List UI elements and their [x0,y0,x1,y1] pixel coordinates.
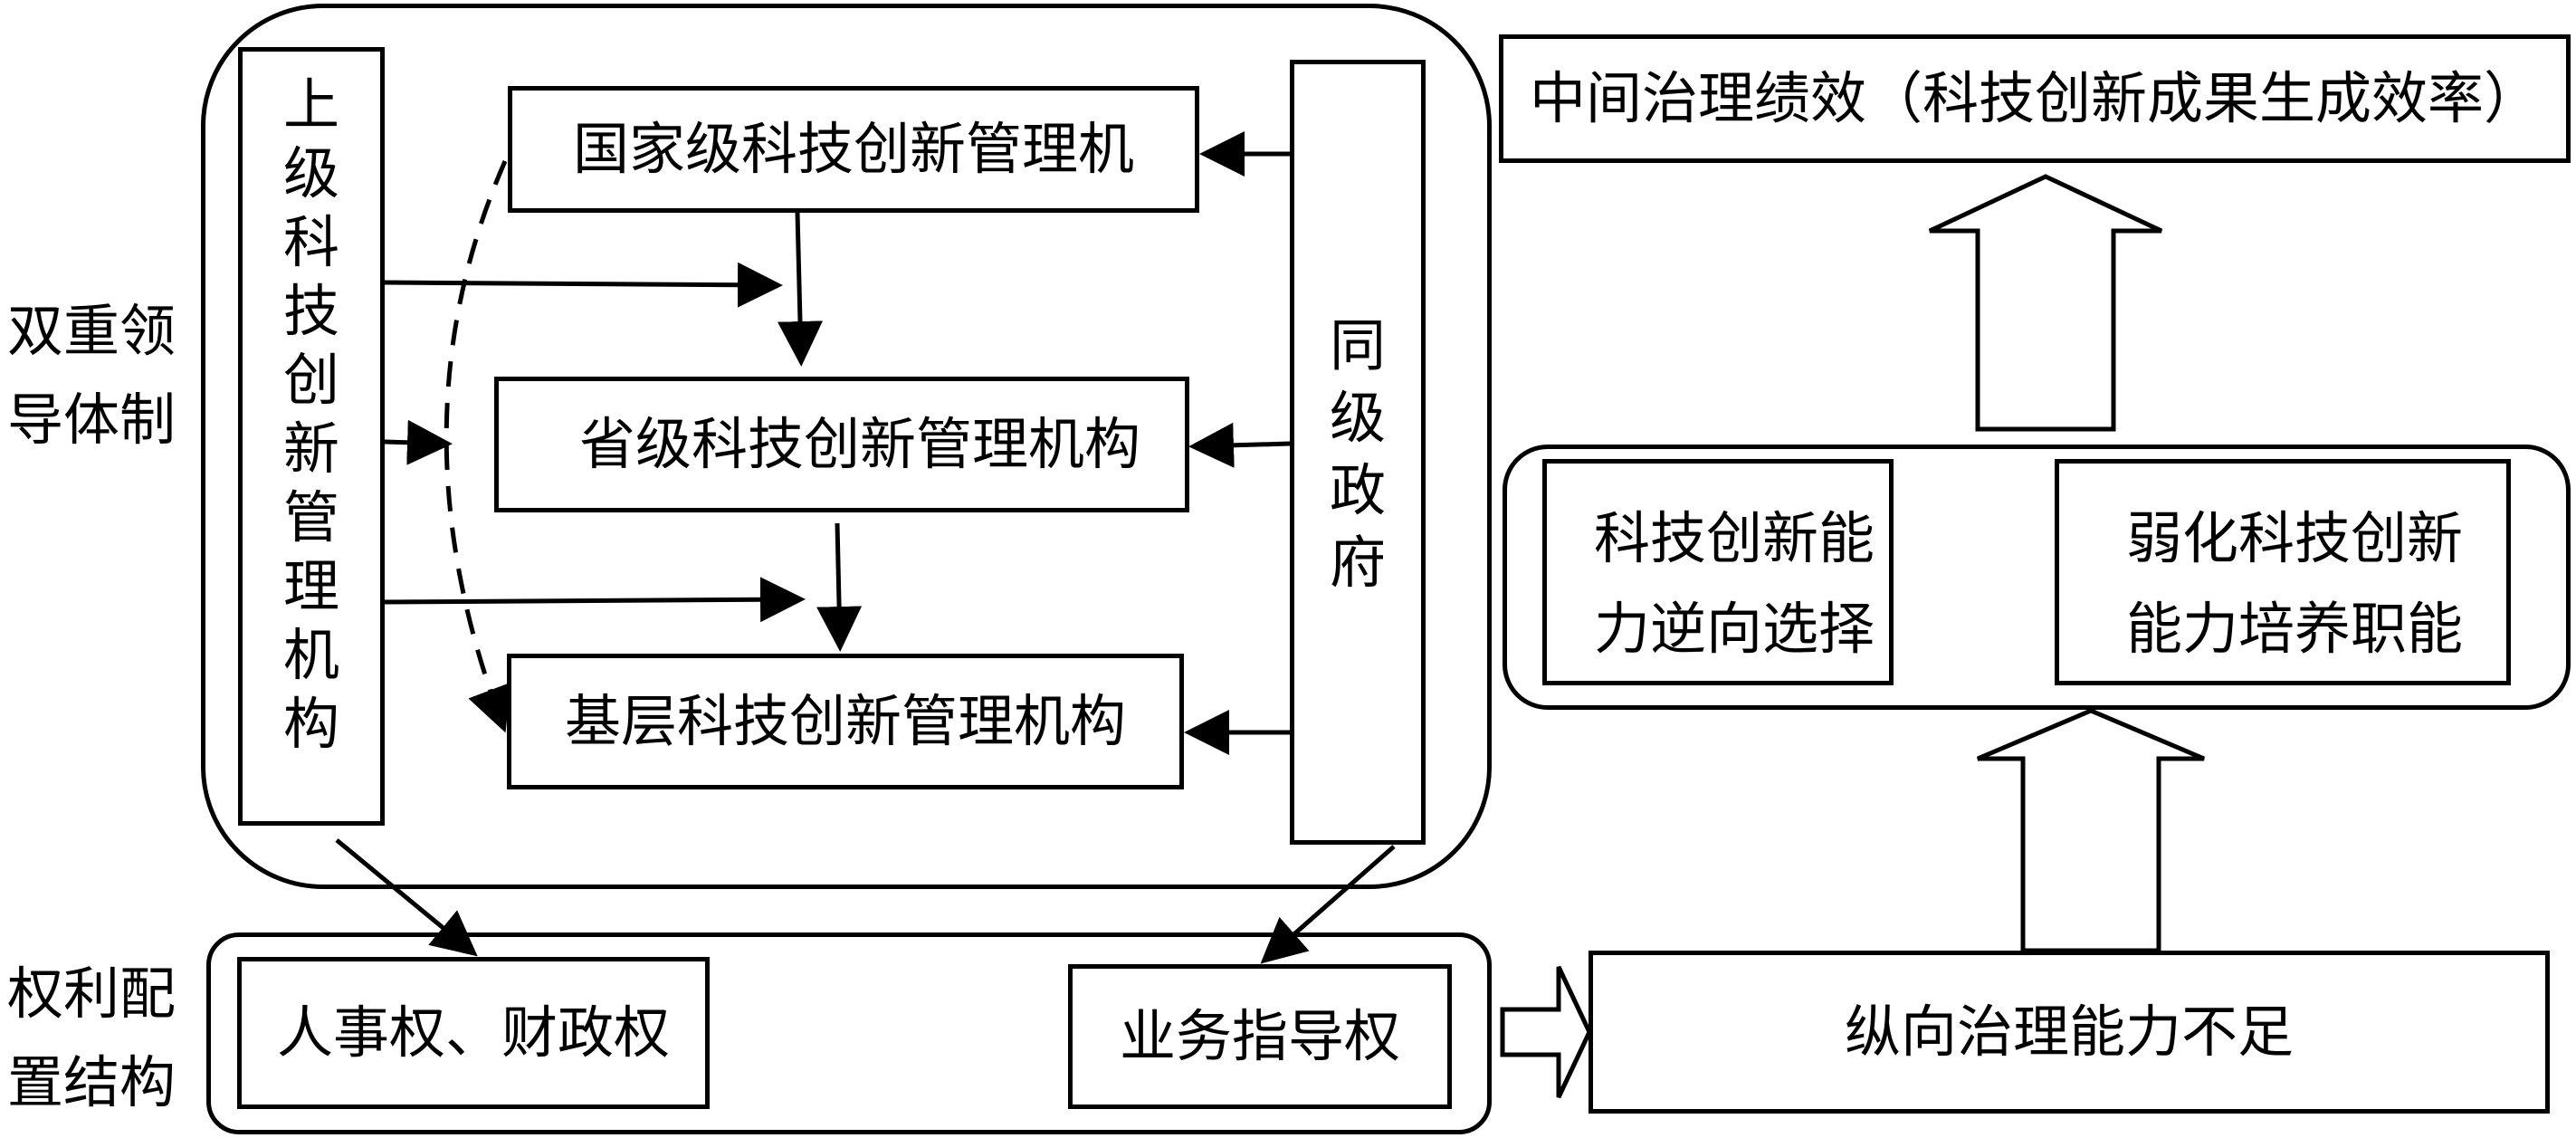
intermediate-performance-box: 中间治理绩效（科技创新成果生成效率） [1499,34,2571,163]
national-agency-label: 国家级科技创新管理机 [572,116,1134,182]
dual-leadership-container [201,4,1492,889]
same-level-government-label: 同 级 政 府 [1329,312,1386,596]
weaken-function-line2: 能力培养职能 [2126,596,2464,662]
same-level-government-box: 同 级 政 府 [1290,60,1426,845]
weaken-function-line1: 弱化科技创新 [2126,505,2464,571]
grassroots-agency-label: 基层科技创新管理机构 [564,688,1126,754]
arrow-national-to-provincial [778,212,823,367]
block-arrow-power-to-capacity [1500,965,1592,1099]
adverse-selection-line1: 科技创新能 [1594,505,1875,571]
arrow-superior-to-provincial-grassroots [384,577,806,623]
adverse-selection-box: 科技创新能 力逆向选择 [1542,459,1894,685]
business-guidance-box: 业务指导权 [1068,964,1452,1109]
national-agency-box: 国家级科技创新管理机 [508,86,1199,213]
label-power-allocation-line1: 权利配 [7,961,177,1027]
label-dual-leadership-line1: 双重领 [7,298,177,364]
arrow-government-to-business-guidance [1260,845,1396,964]
block-arrow-capacity-to-outcomes [1977,708,2205,953]
arrow-provincial-to-grassroots [816,522,863,652]
arrow-government-to-provincial [1188,422,1291,468]
weaken-function-box: 弱化科技创新 能力培养职能 [2055,459,2511,685]
arrow-superior-to-national-provincial [384,262,783,308]
block-arrow-outcomes-to-performance [1928,174,2163,432]
adverse-selection-line2: 力逆向选择 [1594,596,1875,662]
personnel-finance-box: 人事权、财政权 [237,957,710,1109]
business-guidance-label: 业务指导权 [1119,1003,1400,1069]
dashed-arrow-national-to-grassroots [444,159,511,733]
superior-agency-label: 上 级 科 技 创 新 管 理 机 构 [282,72,339,757]
power-allocation-container [206,932,1492,1134]
arrow-superior-to-provincial [384,419,453,465]
intermediate-performance-label: 中间治理绩效（科技创新成果生成效率） [1529,65,2540,131]
outcome-container [1503,445,2571,710]
grassroots-agency-box: 基层科技创新管理机构 [507,654,1184,789]
arrow-superior-to-personnel-finance [335,838,478,957]
provincial-agency-label: 省级科技创新管理机构 [578,411,1140,477]
label-dual-leadership-line2: 导体制 [7,387,177,453]
insufficient-capacity-box: 纵向治理能力不足 [1589,951,2550,1114]
superior-agency-box: 上 级 科 技 创 新 管 理 机 构 [238,47,385,826]
provincial-agency-box: 省级科技创新管理机构 [494,377,1189,512]
label-power-allocation-line2: 置结构 [7,1049,177,1115]
personnel-finance-label: 人事权、财政权 [276,999,670,1066]
insufficient-capacity-label: 纵向治理能力不足 [1844,999,2294,1065]
